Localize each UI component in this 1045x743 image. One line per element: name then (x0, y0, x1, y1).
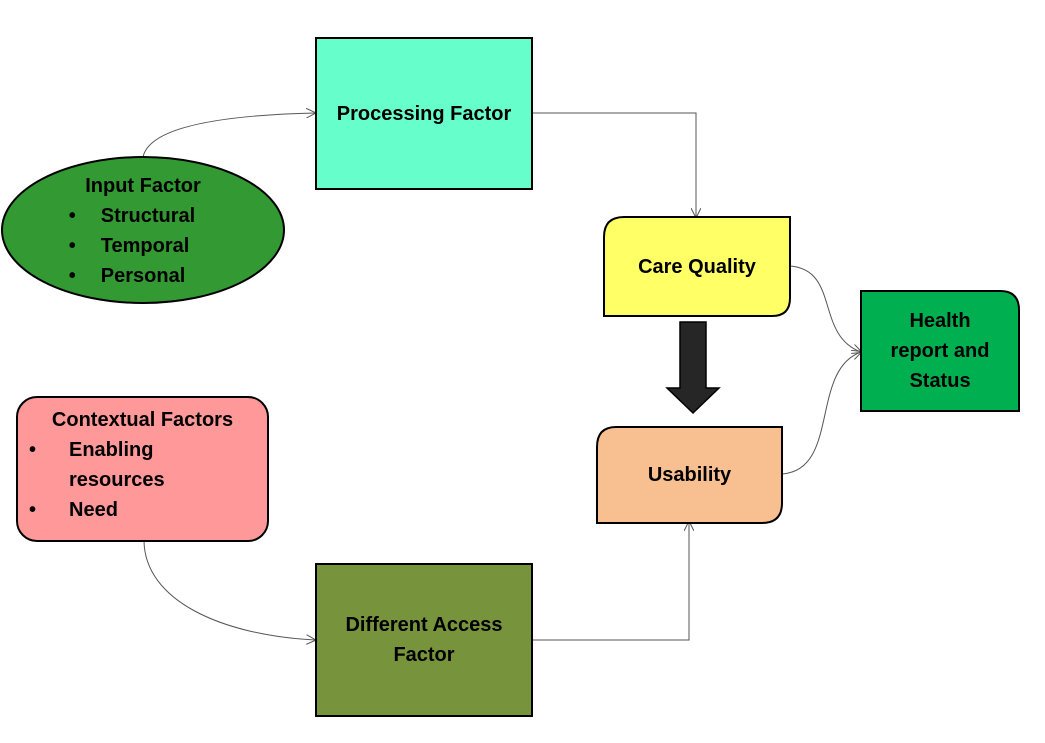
access-line-2: Factor (393, 644, 455, 666)
connector-usability-to-health (781, 352, 861, 475)
connector-contextual-to-access (143, 540, 315, 640)
contextual-factors-label: Contextual Factors Enabling resources Ne… (17, 397, 268, 541)
input-factor-list: Structural Temporal Personal (69, 201, 195, 291)
usability-text: Usability (647, 464, 732, 486)
usability-box (596, 426, 783, 524)
care-quality-label: Care Quality (604, 217, 790, 316)
contextual-item-resources: resources (69, 469, 165, 491)
input-item-personal: Personal (69, 261, 195, 291)
usability-label: Usability (597, 427, 782, 523)
access-line-1: Different Access (345, 614, 503, 636)
contextual-item-enabling: Enabling (17, 435, 165, 465)
health-status-label: Health report and Status (861, 291, 1019, 411)
health-status-box (860, 290, 1020, 412)
health-line-3: Status (909, 370, 971, 392)
different-access-factor-label: Different Access Factor (316, 564, 532, 716)
connector-input-to-processing (142, 113, 315, 158)
input-item-structural: Structural (69, 201, 195, 231)
health-line-1: Health (909, 310, 971, 332)
processing-factor-box (315, 37, 533, 190)
input-item-temporal: Temporal (69, 231, 195, 261)
input-factor-label: Input Factor Structural Temporal Persona… (2, 157, 284, 303)
contextual-factors-title: Contextual Factors (51, 409, 234, 431)
care-quality-box (603, 216, 791, 317)
big-down-arrow (665, 321, 721, 415)
input-factor-title: Input Factor (85, 175, 201, 197)
processing-factor-text: Processing Factor (336, 102, 512, 125)
processing-factor-label: Processing Factor (316, 38, 532, 189)
health-line-2: report and (890, 340, 990, 362)
contextual-factors-list: Enabling resources Need (17, 435, 165, 525)
different-access-factor-box (315, 563, 533, 717)
connector-processing-to-carequality (533, 112, 696, 217)
care-quality-text: Care Quality (638, 255, 756, 278)
connector-access-to-usability (533, 522, 689, 641)
connector-carequality-to-health (789, 265, 861, 352)
contextual-item-need: Need (17, 495, 165, 525)
